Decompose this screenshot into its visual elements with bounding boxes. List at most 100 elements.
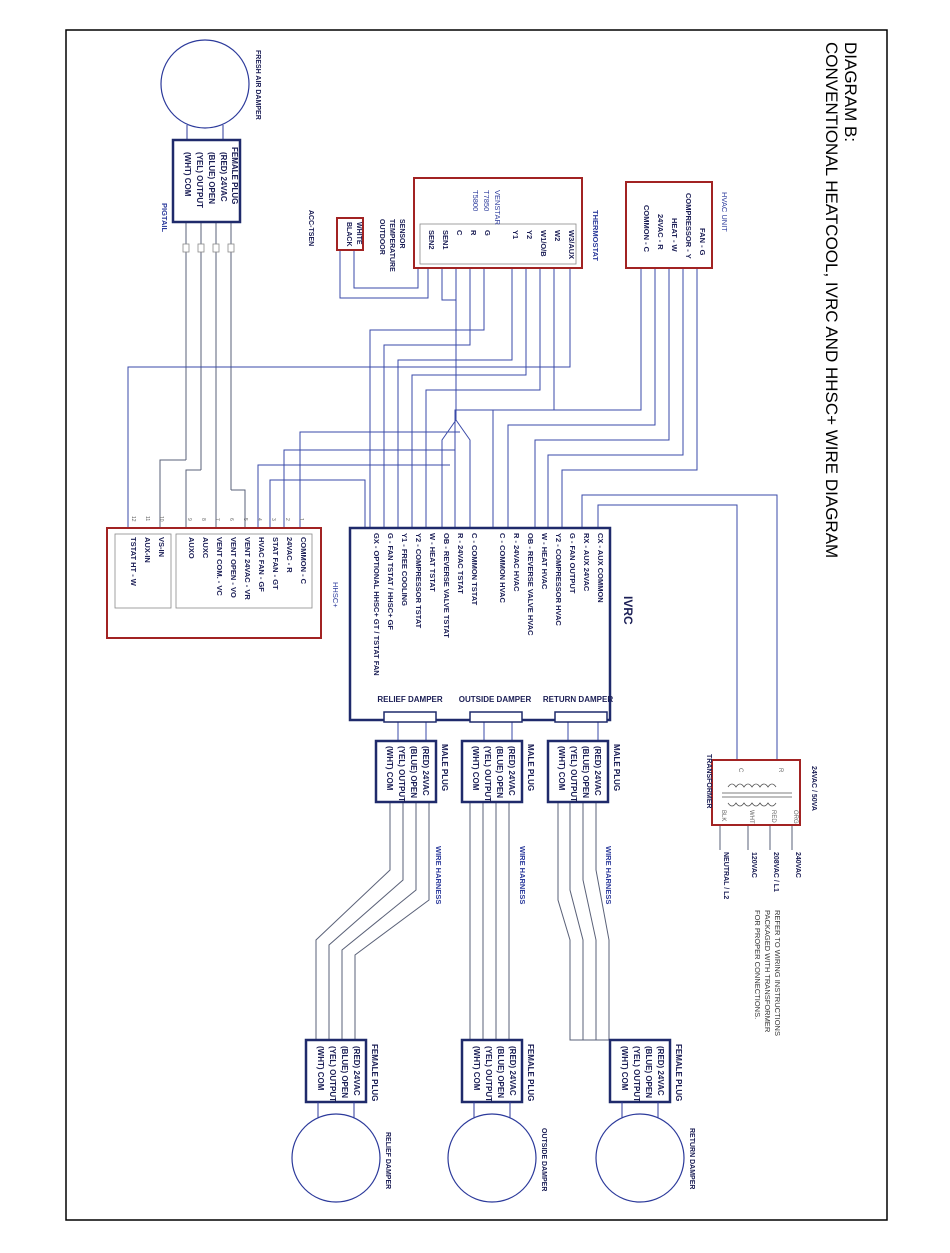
thermostat-brand: T5800 (471, 190, 480, 211)
title-line1: DIAGRAM B: (841, 42, 860, 142)
female-plug-line: (BLUE) OPEN (496, 1046, 505, 1098)
svg-text:10: 10 (158, 516, 164, 522)
thermostat-terminal: W3/AUX (567, 230, 576, 259)
female-plug-outside (460, 1038, 524, 1104)
hvac-unit-box (625, 181, 713, 269)
ivrc-controller: IVRC CX - AUX COMMON RX - AUX 24VAC G - … (348, 526, 635, 723)
ivrc-terminal: Y2 - COMPRESSOR HVAC (554, 533, 563, 626)
hvac-unit-label: HVAC UNIT (720, 192, 729, 232)
transformer-note-line: REFER TO WIRING INSTRUCTIONS (773, 910, 782, 1036)
female-plug-line: (WHT) COM (316, 1046, 325, 1091)
hhsc-terminal: AUX-IN (143, 537, 152, 563)
ivrc-terminal: R - 24VAC TSTAT (456, 533, 465, 594)
ivrc-box (348, 526, 612, 722)
hhsc-controller: HHSC+ COMMON - C 24VAC - R STAT FAN - GT… (106, 516, 340, 639)
hhsc-terminal: VENT COM. - VC (215, 537, 224, 596)
male-plug-line: (WHT) COM (557, 746, 566, 791)
transformer-primary: WHT (748, 810, 754, 824)
pigtail-label: PIGTAIL (160, 203, 169, 232)
svg-text:5: 5 (242, 518, 248, 521)
diagram-title: DIAGRAM B: CONVENTIONAL HEATCOOL, IVRC A… (822, 42, 860, 558)
hhsc-label: HHSC+ (331, 582, 340, 608)
male-plug-outside (460, 739, 524, 804)
transformer: 24VAC / 50VA TRANSFORMER R C ORG RED WHT… (705, 754, 817, 1036)
hhsc-terminal: VENT 24VAC - VR (243, 537, 252, 600)
hhsc-terminal: STAT FAN - GT (271, 537, 280, 590)
sensor-wire-black: BLACK (345, 222, 352, 247)
female-plug-title: FEMALE PLUG (370, 1044, 379, 1101)
ivrc-terminal: G - FAN OUTPUT (568, 533, 577, 594)
fresh-air-plug-line: (RED) 24VAC (219, 152, 228, 202)
thermostat-label: THERMOSTAT (591, 210, 600, 261)
ivrc-terminal: GX - OPTIONAL HHSC+ GT / TSTAT FAN (372, 533, 381, 676)
transformer-primary: BLK (720, 810, 726, 821)
female-plug-line: (RED) 24VAC (656, 1046, 665, 1096)
outdoor-sensor: WHITE BLACK SENSOR TEMPERATURE OUTDOOR A… (307, 210, 405, 272)
thermostat-terminal: C (455, 230, 464, 236)
transformer-coils (722, 783, 792, 807)
ivrc-damper-label: OUTSIDE DAMPER (459, 695, 532, 704)
male-plug-line: (YEL) OUTPUT (397, 746, 406, 802)
thermostat: THERMOSTAT VENSTAR T7850 T5800 W3/AUX W2… (413, 177, 600, 269)
sensor-model: ACC-TSEN (307, 210, 314, 246)
hhsc-terminal: AUXC (201, 537, 210, 559)
svg-text:11: 11 (144, 516, 150, 521)
relief-damper-label: RELIEF DAMPER (384, 1132, 391, 1189)
thermostat-terminal: W2 (553, 230, 562, 241)
outside-damper-label: OUTSIDE DAMPER (540, 1128, 547, 1191)
transformer-box (711, 759, 801, 826)
wires (127, 222, 793, 1041)
svg-text:2: 2 (284, 518, 290, 521)
hvac-terminal: COMMON - C (642, 205, 651, 253)
male-plug-line: (RED) 24VAC (593, 746, 602, 796)
ivrc-terminal: CX - AUX COMMON (596, 533, 605, 603)
transformer-primary: RED (770, 810, 776, 823)
male-plug-line: (YEL) OUTPUT (569, 746, 578, 802)
svg-text:8: 8 (200, 518, 206, 521)
male-plug-title: MALE PLUG (440, 744, 449, 791)
ivrc-terminal: OB - REVERSE VALVE HVAC (526, 533, 535, 636)
male-plug-relief (374, 739, 438, 804)
hvac-terminal: COMPRESSOR - Y (684, 193, 693, 259)
relief-damper-circle (291, 1113, 381, 1203)
transformer-label: TRANSFORMER (705, 754, 712, 808)
male-plug-return (546, 739, 610, 804)
male-plug-line: (BLUE) OPEN (409, 746, 418, 798)
female-plug-relief (304, 1038, 368, 1104)
ivrc-damper-label: RELIEF DAMPER (377, 695, 443, 704)
ivrc-damper-label: RETURN DAMPER (543, 695, 613, 704)
thermostat-terminal: G (483, 230, 492, 236)
thermostat-terminal: SEN2 (427, 230, 436, 250)
female-plug-line: (RED) 24VAC (352, 1046, 361, 1096)
transformer-line-label: NEUTRAL / L2 (722, 852, 729, 899)
hhsc-group2: VS-IN AUX-IN TSTAT HT - W (129, 537, 166, 587)
svg-text:3: 3 (270, 518, 276, 521)
ivrc-terminal: Y1 - FREE COOLING (400, 533, 409, 606)
ivrc-terminal: W - HEAT TSTAT (428, 533, 437, 592)
title-line2: CONVENTIONAL HEATCOOL, IVRC AND HHSC+ WI… (822, 42, 841, 558)
sensor-label-line: TEMPERATURE (388, 219, 395, 272)
transformer-rating: 24VAC / 50VA (810, 766, 817, 811)
transformer-note-line: PACKAGED WITH TRANSFORMER (763, 910, 772, 1033)
hvac-unit: HVAC UNIT FAN - G COMPRESSOR - Y HEAT - … (625, 181, 729, 269)
transformer-secondary: R (777, 768, 783, 773)
ivrc-terminal: R - 24VAC HVAC (512, 533, 521, 592)
hhsc-terminal: 24VAC - R (285, 537, 294, 573)
thermostat-brand: T7850 (482, 190, 491, 211)
ivrc-terminal: RX - AUX 24VAC (582, 533, 591, 592)
hhsc-terminal: AUXO (187, 537, 196, 559)
wire-harness-label: WIRE HARNESS (518, 846, 527, 904)
thermostat-terminal: Y2 (525, 230, 534, 239)
svg-text:7: 7 (214, 518, 220, 521)
male-plug-line: (WHT) COM (471, 746, 480, 791)
transformer-secondary: C (737, 768, 743, 773)
hvac-terminal: HEAT - W (670, 218, 679, 253)
ivrc-terminal: OB - REVERSE VALVE TSTAT (442, 533, 451, 638)
transformer-line-label: 208VAC / L1 (772, 852, 779, 892)
ivrc-terminal: Y2 - COMPRESSOR TSTAT (414, 533, 423, 629)
hvac-terminal: FAN - G (698, 228, 707, 256)
hhsc-terminal: COMMON - C (299, 537, 308, 585)
female-plug-line: (RED) 24VAC (508, 1046, 517, 1096)
male-plug-line: (RED) 24VAC (421, 746, 430, 796)
fresh-air-damper: FRESH AIR DAMPER FEMALE PLUG (RED) 24VAC… (160, 39, 261, 253)
